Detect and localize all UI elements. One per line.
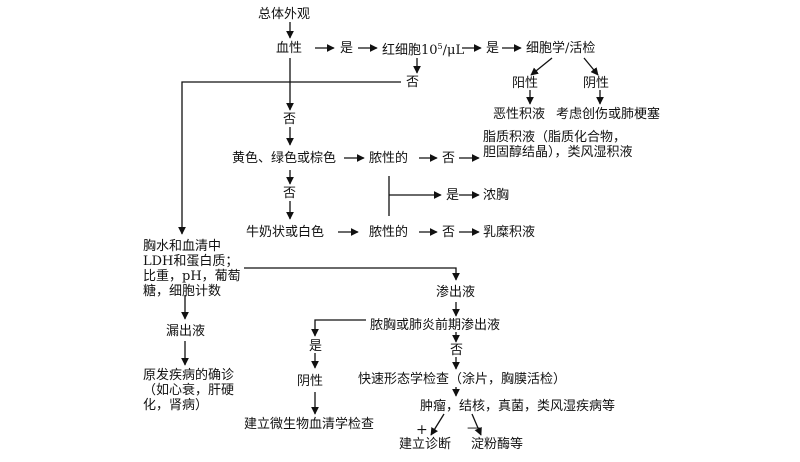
microbiology-serology-label: 建立微生物血清学检查 xyxy=(244,417,375,432)
no-label-2: 否 xyxy=(442,151,456,166)
yellow-green-brown-label: 黄色、绿色或棕色 xyxy=(232,151,337,166)
amylase-label: 淀粉酶等 xyxy=(471,437,524,452)
tumor-tb-fungi-label: 肿瘤，结核，真菌，类风湿疾病等 xyxy=(420,399,616,414)
lipid-effusion-label: 脂质积液（脂质化合物，胆固醇结晶），类风湿积液 xyxy=(483,130,633,160)
no-rbc-label: 否 xyxy=(406,75,420,90)
yes-label-2: 是 xyxy=(486,41,500,56)
rbc-prefix: 红细胞10 xyxy=(382,43,438,58)
malignant-label: 恶性积液 xyxy=(493,107,546,122)
exudate-label: 渗出液 xyxy=(436,285,476,300)
rbc-exponent: 5 xyxy=(437,42,443,51)
arrow-tumor-to-diagnose xyxy=(430,413,445,436)
empyema-label: 浓胸 xyxy=(483,188,510,203)
rbc-unit: /μL xyxy=(442,43,465,58)
arrow-ldh-to-exudate xyxy=(244,267,460,281)
empyema-parapneumonic-label: 脓胸或肺炎前期渗出液 xyxy=(370,318,501,333)
overview-label: 总体外观 xyxy=(258,7,311,22)
negative-label-1: 阴性 xyxy=(583,76,610,91)
arrow-tumor-to-amylase xyxy=(471,413,482,436)
purulent-label-2: 脓性的 xyxy=(369,225,409,240)
purulent-label-1: 脓性的 xyxy=(369,151,409,166)
rapid-morphology-label: 快速形态学检查（涂片，胸膜活检） xyxy=(358,372,567,387)
yes-label-3: 是 xyxy=(446,188,460,203)
minus-sign: — xyxy=(467,420,481,436)
negative-label-2: 阴性 xyxy=(297,374,324,389)
transudate-label: 漏出液 xyxy=(166,324,206,339)
rbc-threshold-label: 红细胞105/μL xyxy=(382,39,464,58)
plus-sign: + xyxy=(416,422,428,438)
arrow-cytology-to-negative xyxy=(583,57,599,76)
no-label-5: 否 xyxy=(450,343,464,358)
arrow-cytology-to-positive xyxy=(530,57,553,76)
no-label-1: 否 xyxy=(283,112,297,127)
yes-label-1: 是 xyxy=(340,41,354,56)
positive-label-1: 阳性 xyxy=(512,76,539,91)
arrow-emp-para-to-yes xyxy=(311,319,366,337)
no-label-3: 否 xyxy=(283,186,297,201)
ldh-tests-label: 胸水和血清中LDH和蛋白质；比重，pH，葡萄糖，细胞计数 xyxy=(143,239,241,299)
diagnose-label: 建立诊断 xyxy=(399,437,452,452)
primary-disease-label: 原发疾病的确诊（如心衰，肝硬化，肾病） xyxy=(143,368,235,413)
yes-label-4: 是 xyxy=(309,339,323,354)
chylous-label: 乳糜积液 xyxy=(483,225,536,240)
bloody-label: 血性 xyxy=(276,41,303,56)
cytology-label: 细胞学/活检 xyxy=(526,41,596,56)
line-no-to-ldh xyxy=(178,81,401,235)
no-label-4: 否 xyxy=(442,225,456,240)
trauma-label: 考虑创伤或肺梗塞 xyxy=(556,107,661,122)
milky-white-label: 牛奶状或白色 xyxy=(246,225,325,240)
